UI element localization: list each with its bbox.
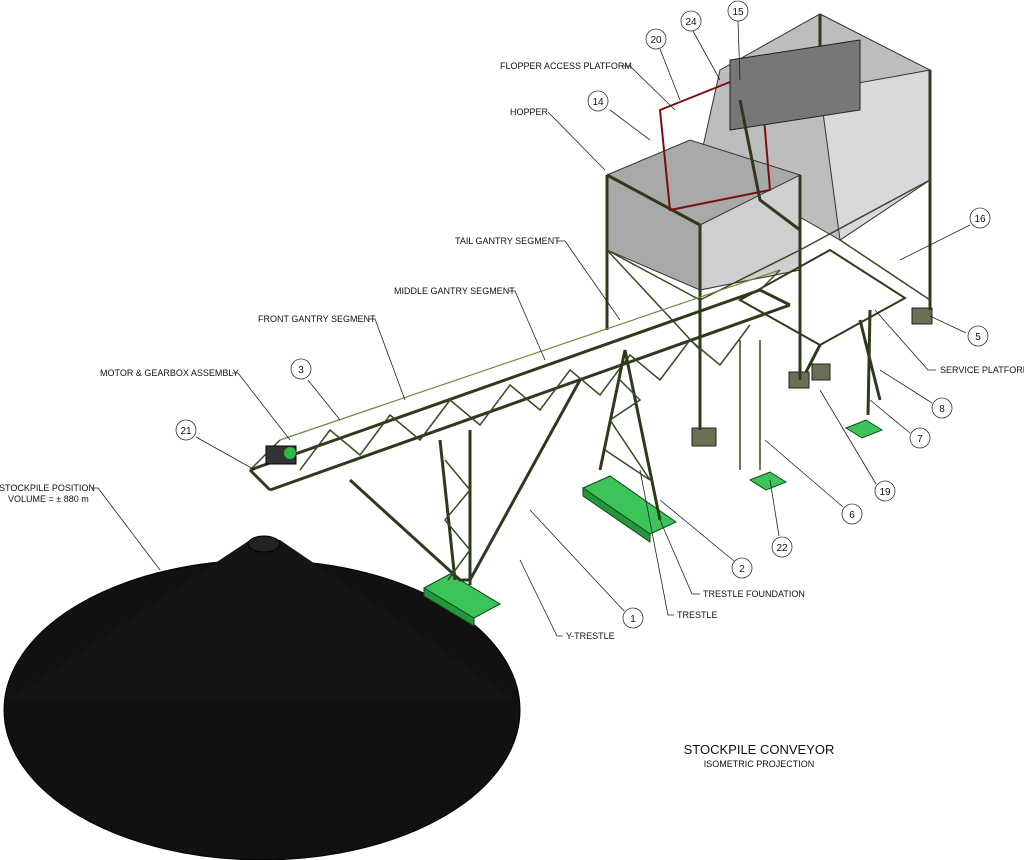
balloon-7: 7 (917, 434, 923, 445)
y-trestle-label: Y-TRESTLE (566, 631, 615, 641)
middle-gantry-segment-label: MIDDLE GANTRY SEGMENT (394, 286, 515, 296)
balloon-15: 15 (732, 7, 744, 18)
stockpile-label-line2: VOLUME = ± 880 m (8, 494, 89, 504)
stockpile-label-line1: STOCKPILE POSITION (0, 483, 95, 493)
balloon-1: 1 (630, 614, 636, 625)
balloon-2: 2 (739, 564, 745, 575)
pier-blocks (691, 307, 933, 447)
stockpile (3, 535, 521, 860)
balloon-5: 5 (975, 332, 981, 343)
drawing-subtitle: ISOMETRIC PROJECTION (704, 759, 815, 769)
service-platform (737, 248, 907, 470)
trestle-foundation-label: TRESTLE FOUNDATION (703, 589, 805, 599)
balloon-21: 21 (180, 426, 192, 437)
service-platform-label: SERVICE PLATFORM (940, 365, 1024, 375)
foundations (422, 419, 884, 627)
balloon-14: 14 (592, 97, 604, 108)
hopper-label: HOPPER (510, 107, 549, 117)
flopper-access-platform-label: FLOPPER ACCESS PLATFORM (500, 61, 632, 71)
balloon-3: 3 (298, 365, 304, 376)
balloon-6: 6 (849, 510, 855, 521)
balloon-16: 16 (974, 214, 986, 225)
trestles (348, 349, 662, 585)
balloon-20: 20 (650, 35, 662, 46)
tail-gantry-segment-label: TAIL GANTRY SEGMENT (455, 236, 560, 246)
leader-lines (92, 20, 971, 637)
motor-gearbox-label: MOTOR & GEARBOX ASSEMBLY (100, 368, 239, 378)
front-gantry-segment-label: FRONT GANTRY SEGMENT (258, 314, 376, 324)
drawing-title: STOCKPILE CONVEYOR (684, 742, 835, 757)
callout-labels: STOCKPILE POSITION VOLUME = ± 880 m FLOP… (0, 61, 1024, 641)
balloon-24: 24 (685, 17, 697, 28)
item-balloons: 15 24 20 14 16 5 8 7 19 6 22 2 1 3 21 (175, 0, 991, 629)
balloon-8: 8 (939, 404, 945, 415)
conveyor-gantry (248, 269, 791, 492)
balloon-19: 19 (879, 487, 891, 498)
balloon-22: 22 (776, 543, 788, 554)
trestle-label: TRESTLE (677, 610, 718, 620)
hopper-structure (605, 13, 932, 430)
